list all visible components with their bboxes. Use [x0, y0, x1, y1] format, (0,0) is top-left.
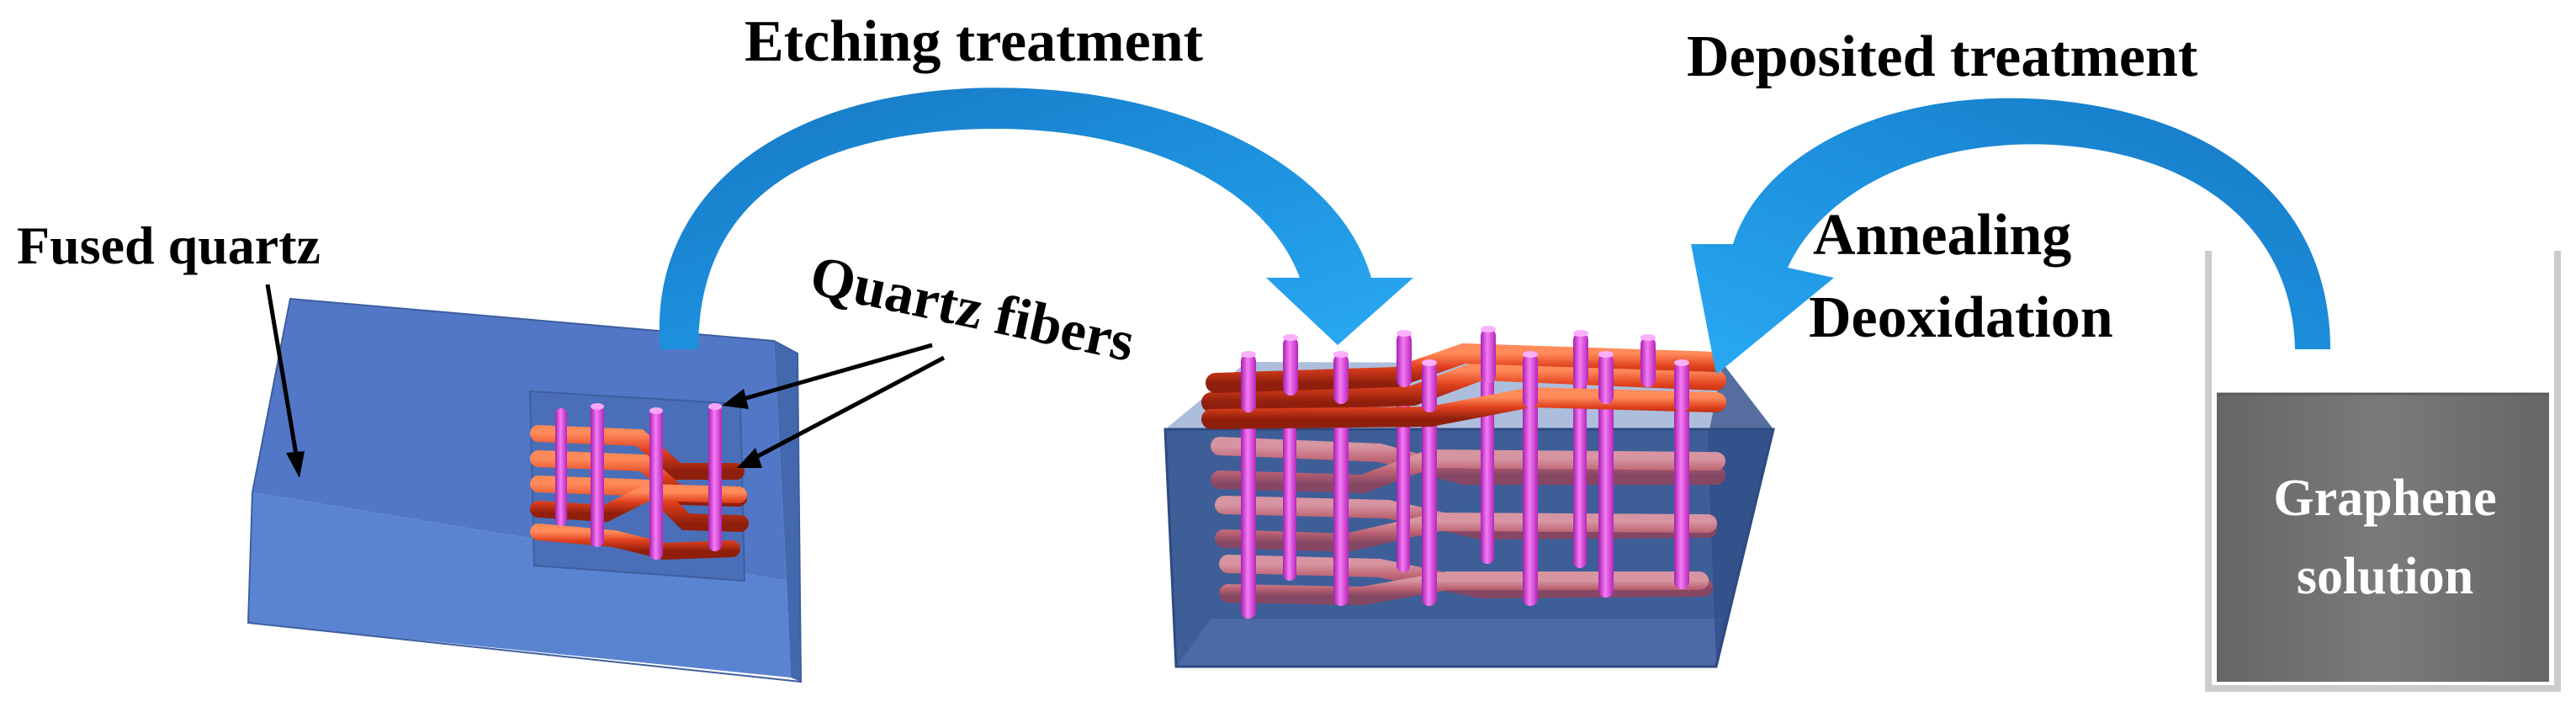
deposited-treatment-label: Deposited treatment	[1687, 24, 2197, 89]
annealing-label: Annealing	[1813, 203, 2071, 268]
graphene-label: Graphene	[2273, 470, 2496, 527]
quartz-fibers-pointer-arrows-icon	[722, 343, 946, 468]
deoxidation-label: Deoxidation	[1809, 285, 2113, 350]
fused-quartz-pointer-arrow-icon	[265, 284, 305, 478]
quartz-fibers-label: Quartz fibers	[805, 242, 1140, 374]
solution-label: solution	[2297, 548, 2473, 605]
small-magenta-posts	[555, 403, 722, 560]
deposited-arrow-icon	[1691, 98, 2330, 375]
small-fiber-sample	[530, 403, 749, 561]
graphene-solution-liquid	[2217, 394, 2549, 682]
etching-treatment-label: Etching treatment	[745, 9, 1203, 74]
fused-quartz-label: Fused quartz	[17, 215, 321, 275]
top-magenta-posts	[1241, 326, 1689, 412]
etching-arrow-icon	[659, 88, 1413, 349]
graphene-solution-container	[2205, 251, 2561, 692]
